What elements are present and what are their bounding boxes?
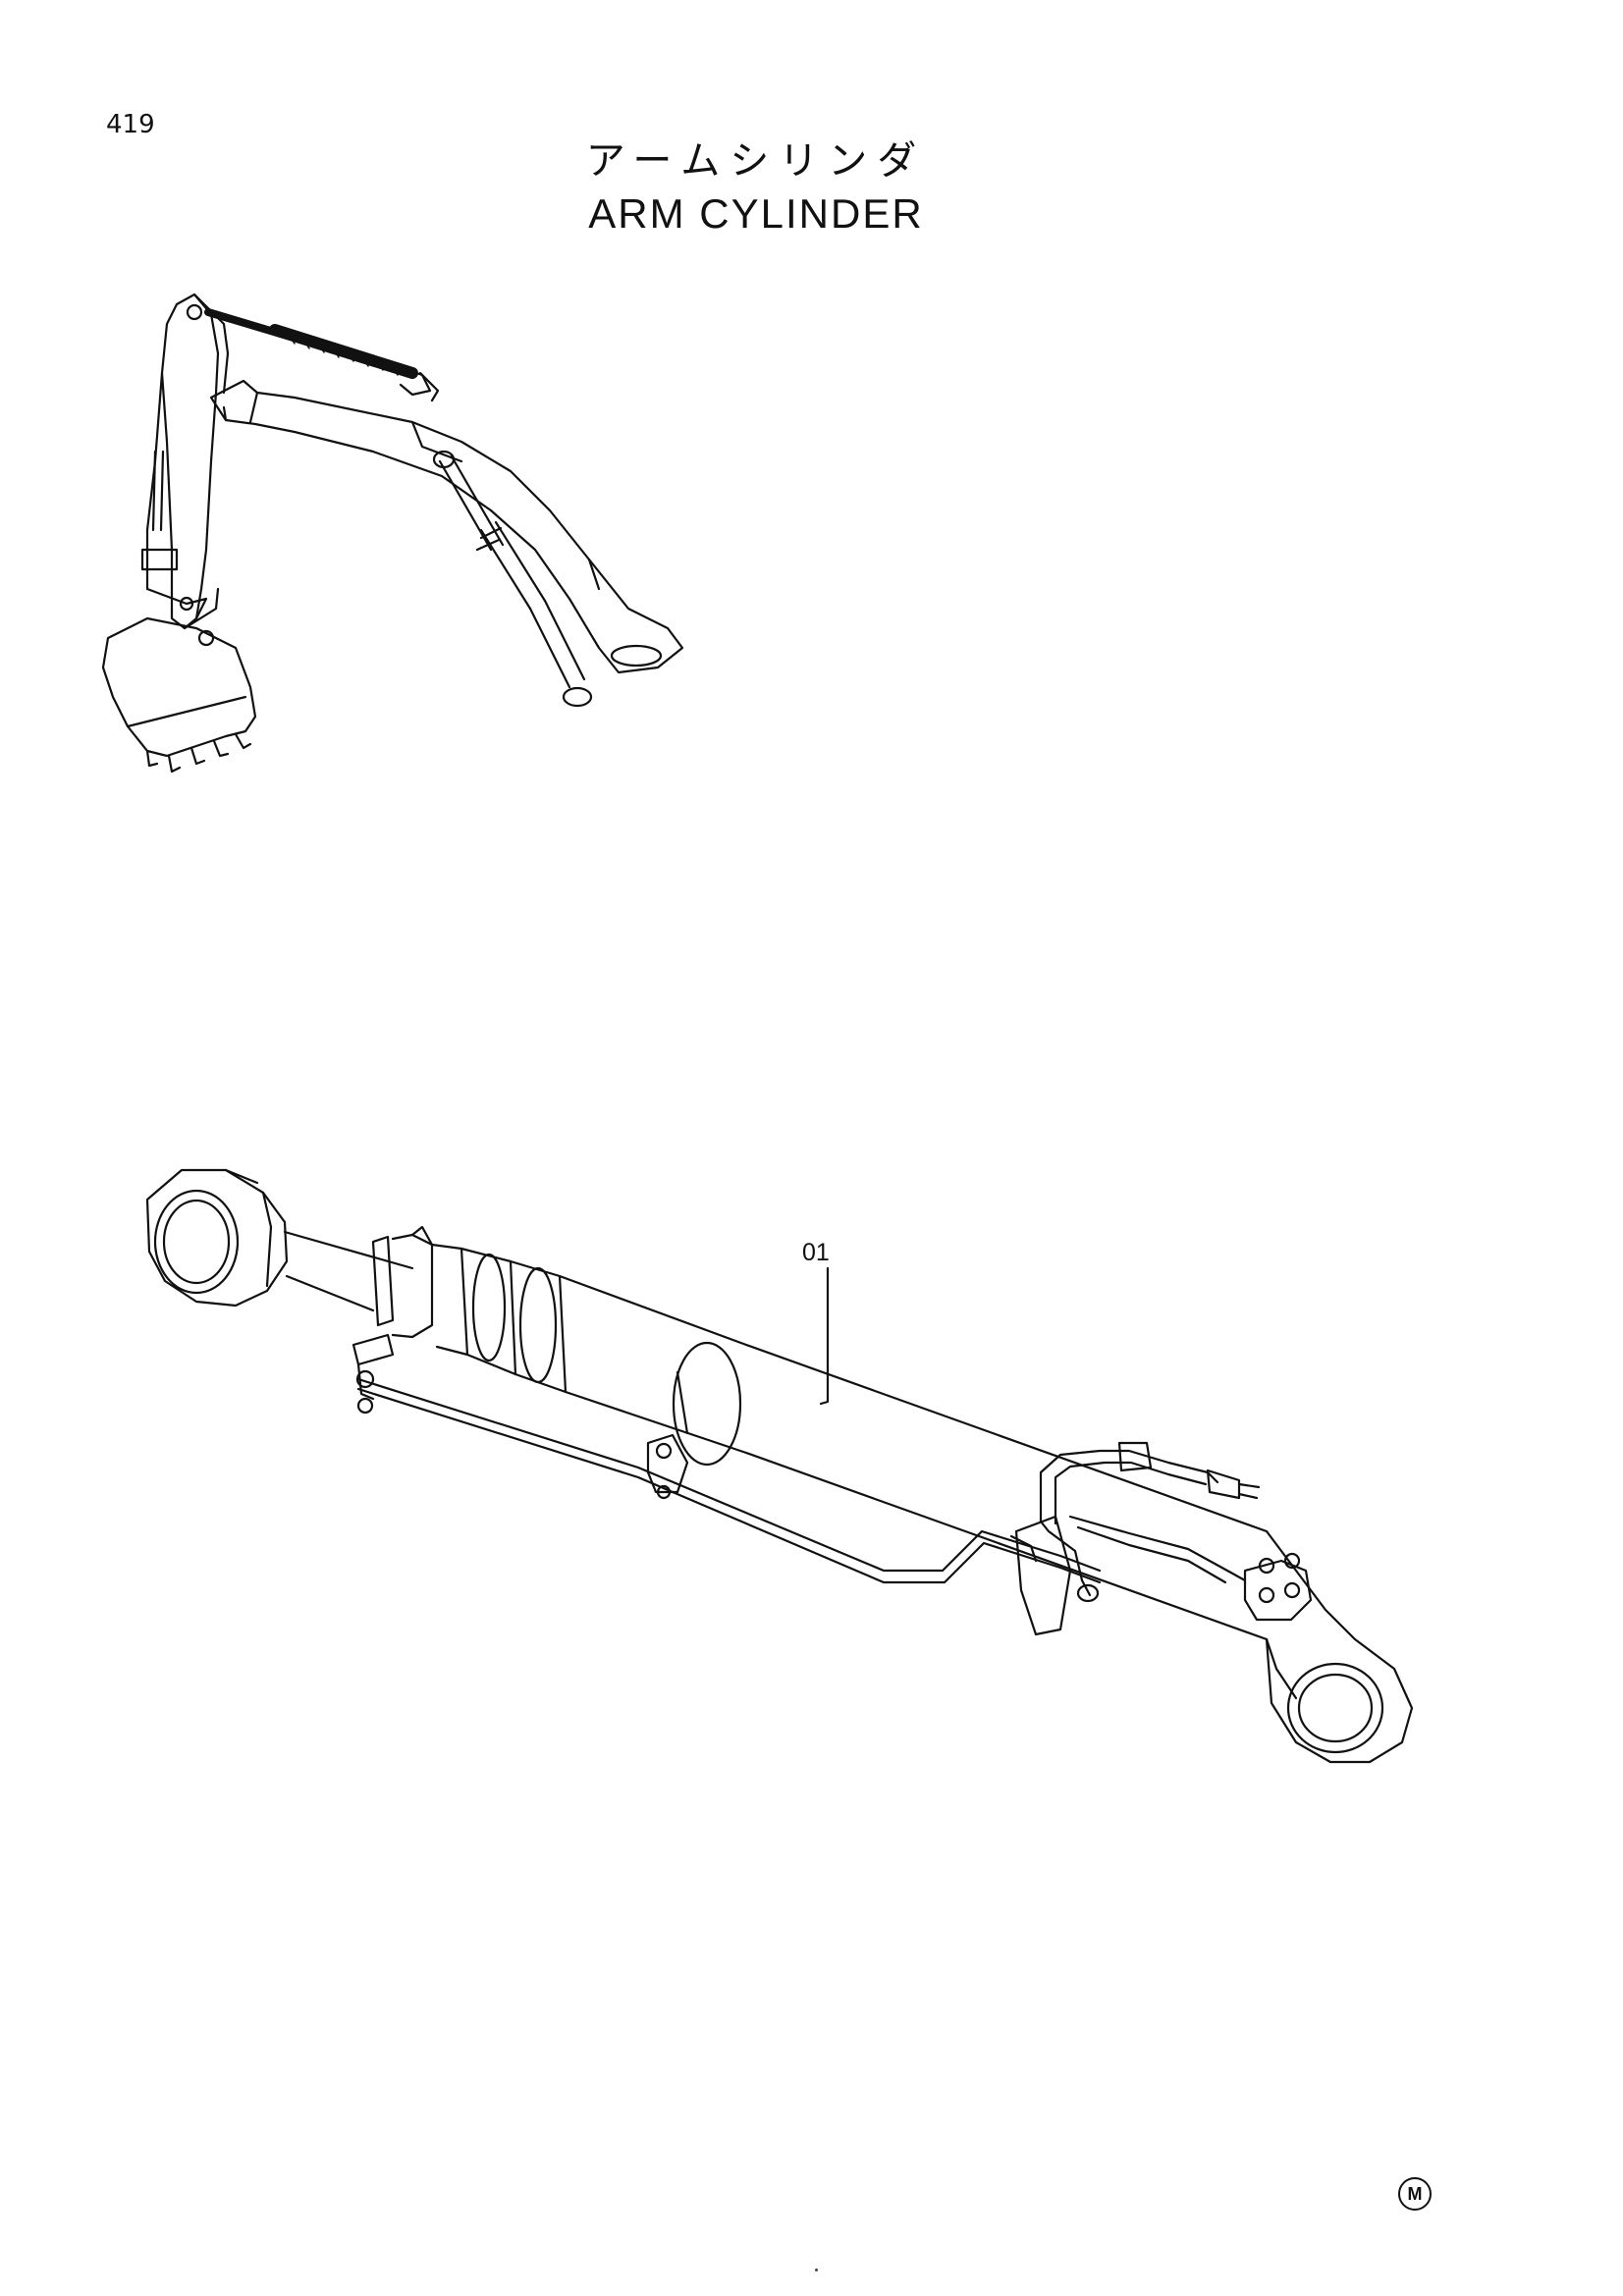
page-number: 419 [106, 110, 155, 139]
scan-dot [815, 2269, 818, 2271]
arm-cylinder-assembly-illustration [145, 1168, 1414, 1764]
title-block: アームシリンダ ARM CYLINDER [550, 135, 962, 241]
callout-01: 01 [802, 1239, 830, 1266]
title-japanese: アームシリンダ [585, 138, 927, 184]
title-english: ARM CYLINDER [588, 190, 924, 237]
model-mark-icon: M [1398, 2177, 1432, 2211]
excavator-locator-illustration [101, 293, 684, 774]
